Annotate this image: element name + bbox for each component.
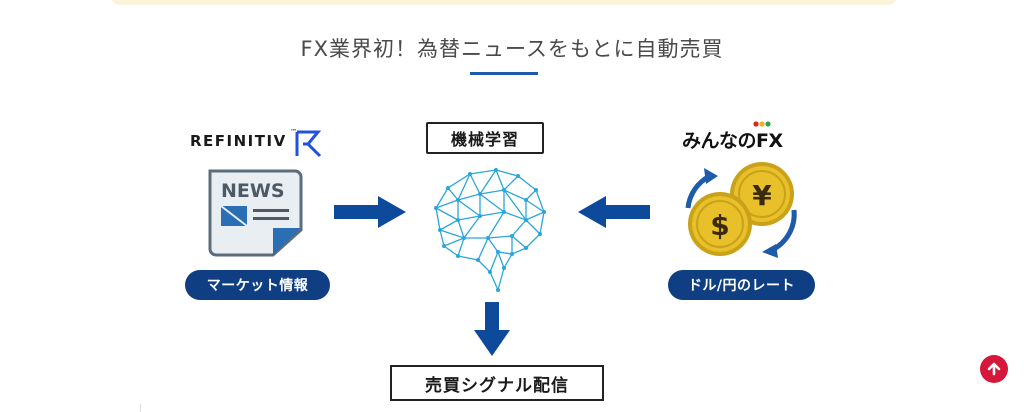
coins-icon: ¥ $ xyxy=(685,162,797,258)
arrow-right-icon xyxy=(334,196,406,228)
refinitiv-tm: ™ xyxy=(290,128,297,136)
news-icon: NEWS xyxy=(208,169,303,257)
news-icon-label: NEWS xyxy=(221,180,285,202)
dollar-symbol: $ xyxy=(710,209,729,242)
refinitiv-logo: REFINITIV ™ xyxy=(190,128,340,158)
usd-jpy-rate-pill: ドル/円のレート xyxy=(668,270,815,300)
brain-network-icon xyxy=(434,168,546,292)
logo-dots-icon xyxy=(753,121,771,127)
refinitiv-logo-text: REFINITIV xyxy=(190,132,287,150)
arrow-left-icon xyxy=(578,196,650,228)
divider xyxy=(140,404,141,412)
trade-signal-box: 売買シグナル配信 xyxy=(390,365,604,401)
market-info-pill: マーケット情報 xyxy=(185,270,330,300)
yen-symbol: ¥ xyxy=(752,179,772,212)
title-underline xyxy=(470,72,538,75)
machine-learning-box: 機械学習 xyxy=(426,122,544,154)
arrow-up-icon xyxy=(987,362,1001,376)
scroll-to-top-button[interactable] xyxy=(980,355,1008,383)
arrow-down-icon xyxy=(474,302,510,356)
minna-no-fx-logo-text: みんなのFX xyxy=(682,130,783,152)
minna-no-fx-logo: みんなのFX xyxy=(680,120,820,156)
refinitiv-mark-icon xyxy=(295,130,322,158)
section-title: FX業界初！為替ニュースをもとに自動売買 xyxy=(300,37,724,61)
top-banner xyxy=(110,0,898,5)
